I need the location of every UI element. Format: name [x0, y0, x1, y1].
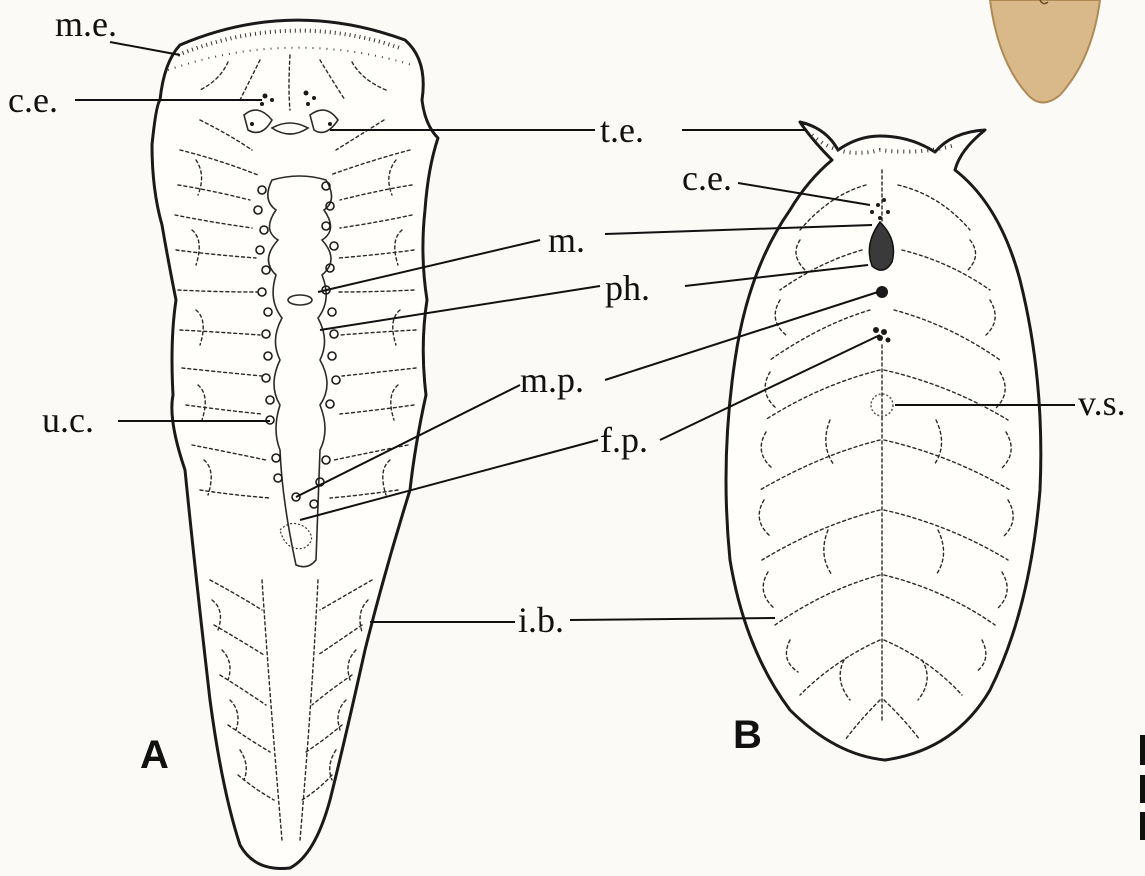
- edge-mark-2: [1140, 775, 1145, 803]
- label-ce-b: c.e.: [682, 158, 732, 198]
- label-uc: u.c.: [42, 400, 94, 440]
- label-m: m.: [548, 220, 585, 260]
- specimen-b-outline: [726, 122, 1041, 760]
- label-ib: i.b.: [518, 600, 564, 640]
- label-ph: ph.: [605, 268, 650, 308]
- specimen-b: [726, 122, 1041, 760]
- leader-me: [110, 42, 180, 55]
- specimen-a-outline: [152, 20, 438, 868]
- panel-label-b: B: [733, 713, 762, 757]
- label-te: t.e.: [600, 110, 644, 150]
- edge-mark-1: [1140, 735, 1145, 765]
- label-vs: v.s.: [1078, 383, 1126, 423]
- specimen-a: [152, 20, 438, 868]
- label-mp: m.p.: [520, 360, 584, 400]
- panel-label-a: A: [140, 733, 169, 777]
- label-me: m.e.: [55, 4, 117, 44]
- label-ce-a: c.e.: [8, 80, 58, 120]
- edge-mark-3: [1140, 812, 1145, 840]
- label-fp: f.p.: [600, 420, 648, 460]
- corner-shape: [990, 0, 1100, 103]
